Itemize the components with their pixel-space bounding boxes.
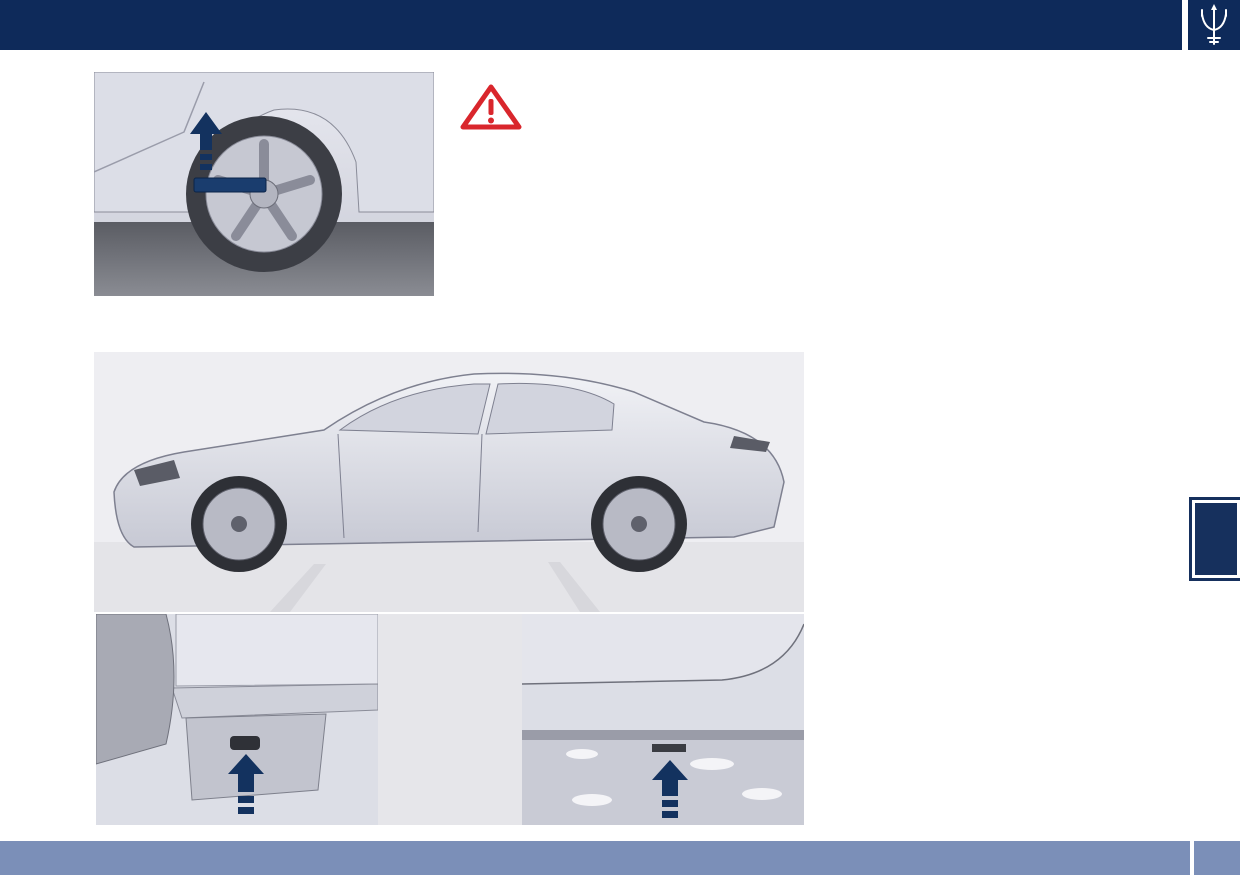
logo-box bbox=[1188, 0, 1240, 50]
trident-logo-icon bbox=[1201, 4, 1227, 45]
rear-jacking-point-detail bbox=[522, 614, 804, 825]
front-jacking-point-detail bbox=[96, 614, 378, 825]
warning-triangle-icon bbox=[460, 84, 522, 130]
chapter-tab[interactable] bbox=[1192, 500, 1240, 578]
footer-page-box bbox=[1194, 841, 1240, 875]
header-bar bbox=[0, 0, 1182, 50]
car-side-view-illustration bbox=[94, 352, 804, 612]
detail-gap bbox=[378, 614, 522, 825]
footer-bar bbox=[0, 841, 1190, 875]
wheel-lift-arrow-illustration bbox=[94, 72, 434, 296]
